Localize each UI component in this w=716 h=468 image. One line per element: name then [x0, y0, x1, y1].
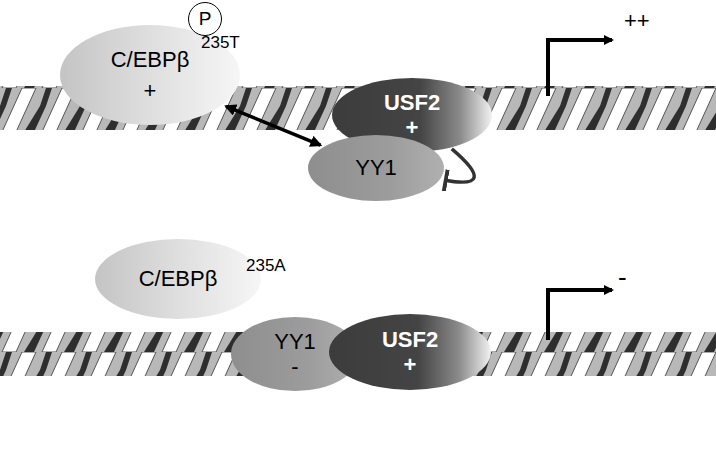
inhibition-connector [445, 149, 474, 182]
protein-name: C/EBPβ [139, 266, 218, 291]
protein-name: USF2 [382, 327, 438, 352]
protein-name: P [199, 8, 212, 30]
protein-ellipse: C/EBPβ [95, 239, 261, 319]
protein-name: YY1 [355, 155, 397, 180]
protein-ellipse: USF2+ [329, 314, 491, 390]
protein-name: C/EBPβ [111, 47, 190, 72]
residue-label: 235A [246, 256, 286, 276]
expression-level: - [618, 262, 627, 293]
expression-level: ++ [624, 8, 650, 34]
activity-sign: - [291, 354, 298, 379]
protein-name: USF2 [384, 90, 440, 115]
interaction-arrow [226, 106, 320, 145]
activity-sign: + [404, 352, 417, 377]
promoter-arrow [548, 40, 612, 96]
promoter-arrow [548, 290, 612, 340]
phospho-circle: P [188, 2, 222, 36]
residue-label: 235T [201, 33, 240, 53]
protein-name: YY1 [274, 329, 316, 354]
protein-ellipse: YY1 [308, 135, 444, 201]
activity-sign: + [406, 115, 419, 140]
activity-sign: + [144, 78, 157, 103]
